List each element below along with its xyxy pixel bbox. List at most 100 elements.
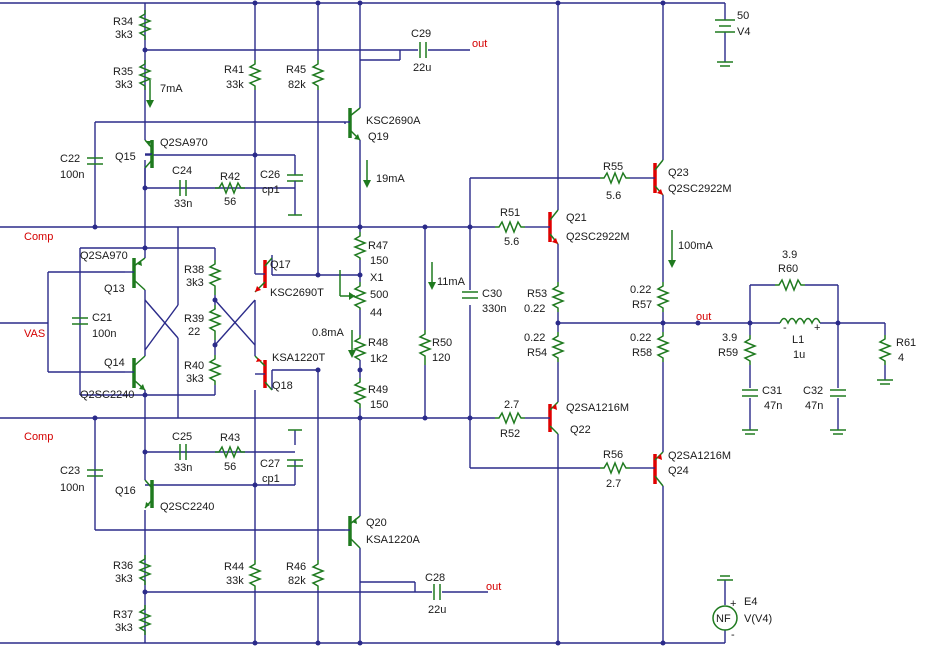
label-R40-name: R40 xyxy=(184,360,204,372)
label-R58-value: 0.22 xyxy=(630,332,651,344)
label-Q13-name: Q13 xyxy=(104,283,125,295)
label-R55-name: R55 xyxy=(603,161,623,173)
label-R35-name: R35 xyxy=(113,66,133,78)
label-Q16-name: Q16 xyxy=(115,485,136,497)
label-Q14-part: Q2SC2240 xyxy=(80,389,134,401)
label-Q24-part: Q2SA1216M xyxy=(668,450,731,462)
label-C21-value: 100n xyxy=(92,328,116,340)
inductor-L1-symbol xyxy=(779,317,821,325)
labels: Comp Comp VAS out out out R34 3k3 R35 3k… xyxy=(24,10,916,641)
label-C23-name: C23 xyxy=(60,465,80,477)
label-R47-value: 150 xyxy=(370,255,388,267)
label-R46-name: R46 xyxy=(286,561,306,573)
capacitor-C26-symbol xyxy=(287,174,303,216)
label-C23-value: 100n xyxy=(60,482,84,494)
source-V4-symbol xyxy=(715,19,735,33)
ground-symbols xyxy=(717,61,893,581)
label-R42-value: 56 xyxy=(224,196,236,208)
resistor-R53-symbol xyxy=(550,282,566,312)
capacitor-C24-symbol xyxy=(179,180,187,196)
label-V4-name: V4 xyxy=(737,26,750,38)
label-R36-value: 3k3 xyxy=(115,573,133,585)
label-Q14-name: Q14 xyxy=(104,357,125,369)
resistor-R54-symbol xyxy=(550,332,566,362)
label-C29-name: C29 xyxy=(411,28,431,40)
arrow-7ma xyxy=(146,80,154,108)
label-current-08ma: 0.8mA xyxy=(312,327,344,339)
label-R61-value: 4 xyxy=(898,352,904,364)
capacitor-C25-symbol xyxy=(179,444,187,460)
resistor-R58-symbol xyxy=(655,332,671,362)
label-Q23-part: Q2SC2922M xyxy=(668,183,732,195)
label-Q17-name: Q17 xyxy=(270,259,291,271)
arrow-19ma xyxy=(363,160,371,188)
label-Q15-part: Q2SA970 xyxy=(160,137,208,149)
wires xyxy=(0,2,886,644)
label-R60-value: 3.9 xyxy=(782,249,797,261)
resistor-R34-symbol xyxy=(137,10,153,40)
resistor-R47-symbol xyxy=(352,232,368,260)
label-R43-name: R43 xyxy=(220,432,240,444)
label-R44-value: 33k xyxy=(226,575,244,587)
label-Q23-name: Q23 xyxy=(668,167,689,179)
net-out-top: out xyxy=(472,38,487,50)
label-C25-value: 33n xyxy=(174,462,192,474)
resistor-R45-symbol xyxy=(310,60,326,90)
label-R48-value: 1k2 xyxy=(370,353,388,365)
label-R54-name: R54 xyxy=(527,347,547,359)
label-current-7ma: 7mA xyxy=(160,83,183,95)
label-R59-value: 3.9 xyxy=(722,332,737,344)
label-C30-name: C30 xyxy=(482,288,502,300)
current-arrows xyxy=(146,80,676,358)
label-Q22-name: Q22 xyxy=(570,424,591,436)
transistor-symbols xyxy=(125,107,664,549)
arrow-08ma xyxy=(348,330,356,358)
transistor-Q21-symbol xyxy=(540,209,559,245)
label-R39-name: R39 xyxy=(184,313,204,325)
label-C29-value: 22u xyxy=(413,62,431,74)
label-Q21-name: Q21 xyxy=(566,212,587,224)
label-R42-name: R42 xyxy=(220,171,240,183)
label-R48-name: R48 xyxy=(368,337,388,349)
label-R41-name: R41 xyxy=(224,64,244,76)
label-Q18-name: Q18 xyxy=(272,380,293,392)
label-C25-name: C25 xyxy=(172,431,192,443)
label-E4-minus: - xyxy=(731,629,735,641)
label-L1-plus: + xyxy=(814,322,820,334)
transistor-Q19-symbol xyxy=(345,107,361,141)
capacitor-C23-symbol xyxy=(87,469,103,477)
label-R57-value: 0.22 xyxy=(630,284,651,296)
capacitor-symbols xyxy=(72,42,846,600)
transistor-Q13-symbol xyxy=(125,252,146,300)
net-comp-bottom: Comp xyxy=(24,431,53,443)
resistor-R55-symbol xyxy=(600,170,630,186)
label-R34-value: 3k3 xyxy=(115,29,133,41)
label-E4-symbol: NF xyxy=(716,613,731,625)
transistor-Q22-symbol xyxy=(540,401,559,435)
label-Q19-part: KSC2690A xyxy=(366,115,421,127)
label-L1-name: L1 xyxy=(792,334,804,346)
label-Q24-name: Q24 xyxy=(668,465,689,477)
label-R43-value: 56 xyxy=(224,461,236,473)
label-E4-name: E4 xyxy=(744,596,757,608)
capacitor-C31-symbol xyxy=(742,389,758,435)
resistor-R37-symbol xyxy=(137,605,153,635)
label-R50-value: 120 xyxy=(432,352,450,364)
label-R39-value: 22 xyxy=(188,326,200,338)
label-Q22-part: Q2SA1216M xyxy=(566,402,629,414)
label-X1-value: 500 xyxy=(370,289,388,301)
transistor-Q18-symbol xyxy=(254,345,273,391)
resistor-R43-symbol xyxy=(215,444,245,460)
net-comp-top: Comp xyxy=(24,231,53,243)
resistor-R41-symbol xyxy=(247,60,263,90)
net-vas: VAS xyxy=(24,328,45,340)
label-X1-name: X1 xyxy=(370,272,383,284)
label-R45-value: 82k xyxy=(288,79,306,91)
label-X1-setting: 44 xyxy=(370,307,382,319)
label-V4-value: 50 xyxy=(737,10,749,22)
label-Q20-name: Q20 xyxy=(366,517,387,529)
label-L1-value: 1u xyxy=(793,349,805,361)
resistor-R51-symbol xyxy=(495,219,525,235)
capacitor-C29-symbol xyxy=(419,42,427,58)
capacitor-C22-symbol xyxy=(87,157,103,165)
